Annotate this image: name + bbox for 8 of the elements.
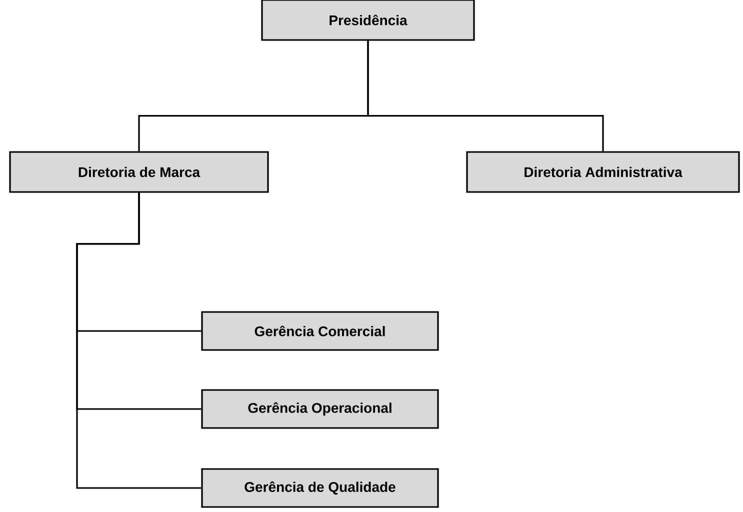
connector-line: [367, 40, 604, 152]
connector-line: [76, 192, 202, 489]
org-box: Diretoria de Marca: [9, 151, 269, 193]
org-box: Gerência Operacional: [201, 389, 439, 429]
org-box: Gerência Comercial: [201, 311, 439, 351]
org-box: Gerência de Qualidade: [201, 468, 439, 508]
org-box: Diretoria Administrativa: [466, 151, 740, 193]
org-box: Presidência: [261, 0, 475, 41]
